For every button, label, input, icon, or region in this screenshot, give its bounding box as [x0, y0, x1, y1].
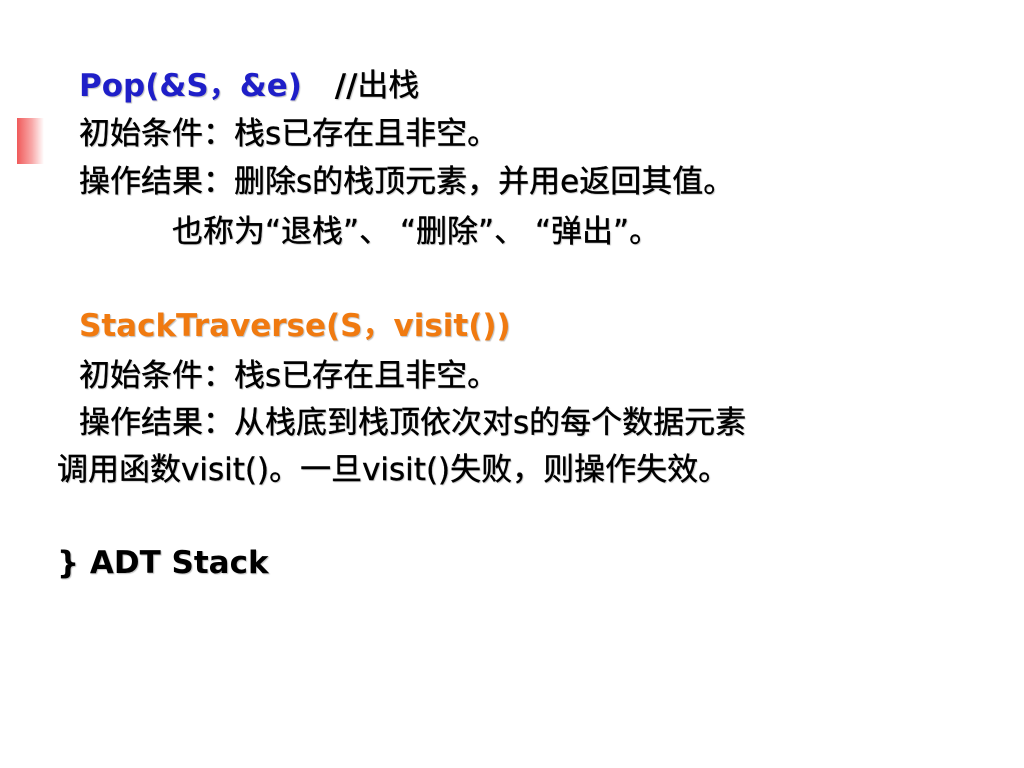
traverse-result-line1: 操作结果：从栈底到栈顶依次对s的每个数据元素	[79, 405, 747, 441]
slide-accent-marker	[17, 118, 44, 164]
pop-result: 操作结果：删除s的栈顶元素，并用e返回其值。	[79, 164, 735, 200]
pop-precondition: 初始条件：栈s已存在且非空。	[79, 116, 499, 152]
pop-signature-line: Pop(&S，&e) //出栈	[79, 66, 420, 106]
traverse-result-line2: 调用函数visit()。一旦visit()失败，则操作失效。	[57, 452, 730, 488]
traverse-signature: StackTraverse(S，visit())	[79, 308, 511, 344]
pop-signature: Pop(&S，&e)	[79, 68, 302, 104]
pop-comment-text: 出栈	[357, 68, 420, 104]
traverse-precondition: 初始条件：栈s已存在且非空。	[79, 358, 499, 394]
pop-comment-slashes: //	[334, 68, 358, 104]
adt-closing: } ADT Stack	[57, 545, 269, 581]
pop-aliases: 也称为“退栈”、 “删除”、 “弹出”。	[172, 214, 661, 250]
